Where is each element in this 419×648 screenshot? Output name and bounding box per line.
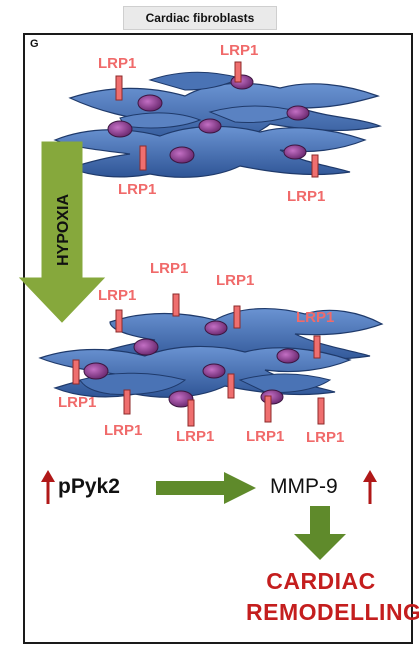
lrp1-label: LRP1: [306, 429, 345, 446]
outcome-line-2: REMODELLING: [246, 599, 419, 625]
fibroblast-cluster-normoxia: [53, 61, 383, 178]
nucleus: [83, 362, 109, 380]
lrp1-receptor: [139, 145, 147, 171]
lrp1-receptor: [187, 399, 195, 427]
lrp1-label: LRP1: [58, 394, 97, 411]
outcome-line-1: CARDIAC: [266, 568, 376, 594]
fibroblast-cluster-hypoxia: [38, 293, 384, 427]
lrp1-label: LRP1: [216, 272, 255, 289]
lrp1-receptor: [115, 309, 123, 333]
cell-process-bottom-1: [79, 372, 187, 395]
lrp1-receptor: [72, 359, 80, 385]
cell-process-bottom-2: [238, 373, 332, 393]
nucleus: [198, 118, 222, 134]
lrp1-receptor: [233, 305, 241, 329]
lrp1-label: LRP1: [246, 428, 285, 445]
lrp1-receptor: [234, 61, 242, 83]
lrp1-label: LRP1: [98, 287, 137, 304]
lrp1-label: LRP1: [220, 42, 259, 59]
nucleus: [169, 146, 195, 164]
arrow-right-icon: [156, 472, 256, 504]
arrow-up-icon: [363, 470, 377, 504]
lrp1-label: LRP1: [118, 181, 157, 198]
nucleus: [230, 74, 254, 90]
lrp1-receptor: [311, 154, 319, 178]
nucleus: [107, 120, 133, 138]
lrp1-label: LRP1: [176, 428, 215, 445]
outcome-label: CARDIAC REMODELLING: [246, 566, 419, 628]
lrp1-receptor: [313, 335, 321, 359]
lrp1-label: LRP1: [296, 309, 335, 326]
hypoxia-arrow: HYPOXIA: [18, 141, 106, 323]
arrow-up-icon: [41, 470, 55, 504]
nucleus: [133, 338, 159, 356]
nucleus: [168, 390, 194, 408]
mmp9-label: MMP-9: [270, 475, 338, 498]
ppyk2-label: pPyk2: [58, 475, 120, 498]
cell-process-top-2: [119, 112, 202, 129]
hypoxia-label: HYPOXIA: [55, 194, 72, 266]
arrow-down-icon: [294, 506, 346, 560]
panel-frame: [23, 33, 413, 644]
nucleus: [202, 363, 226, 379]
lrp1-label: LRP1: [150, 260, 189, 277]
lrp1-label: LRP1: [104, 422, 143, 439]
figure-header: Cardiac fibroblasts: [123, 6, 277, 30]
lrp1-receptor: [227, 373, 235, 399]
panel-letter: G: [30, 38, 39, 50]
lrp1-label: LRP1: [287, 188, 326, 205]
nucleus: [137, 94, 163, 112]
nucleus: [204, 320, 228, 336]
nucleus: [286, 105, 310, 121]
nucleus: [276, 348, 300, 364]
lrp1-label: LRP1: [98, 55, 137, 72]
lrp1-receptor: [317, 397, 325, 425]
nucleus: [260, 389, 284, 405]
lrp1-receptor: [264, 395, 272, 423]
nucleus: [283, 144, 307, 160]
lrp1-receptor: [123, 389, 131, 415]
lrp1-receptor: [115, 75, 123, 101]
lrp1-receptor: [172, 293, 180, 317]
